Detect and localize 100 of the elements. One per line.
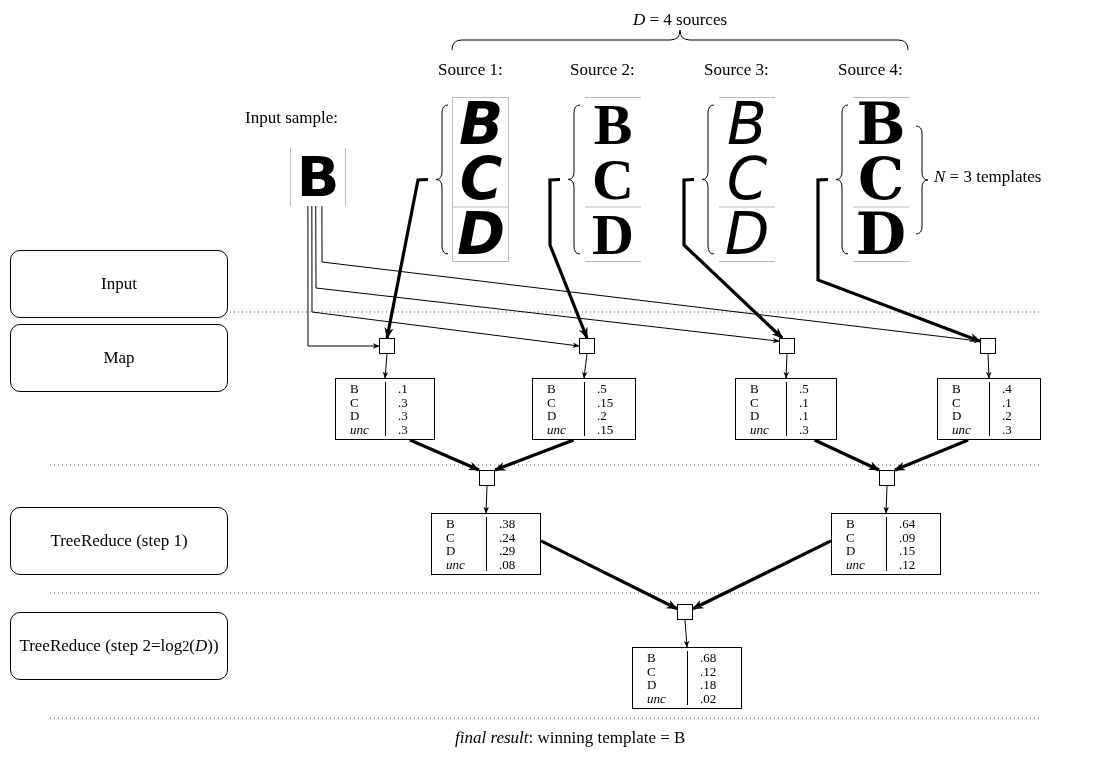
template-name: unc (951, 422, 972, 436)
probability-value: .5 (584, 382, 635, 396)
probability-value: .38 (486, 517, 540, 531)
template-glyph: C (725, 152, 769, 207)
combine-square (579, 338, 595, 354)
probability-table (937, 378, 1041, 440)
combine-square (379, 338, 395, 354)
probability-value: .5 (786, 382, 836, 396)
arrow (548, 177, 589, 340)
stage-box: Input (10, 250, 228, 318)
arrow (540, 539, 679, 611)
template-name: D (951, 409, 963, 423)
arrow (683, 619, 690, 648)
brace-label: D = 4 sources (631, 10, 729, 30)
combine-square (779, 338, 795, 354)
arrow (691, 539, 832, 611)
probability-value: .18 (687, 678, 741, 692)
arrow (582, 353, 588, 379)
combine-square (980, 338, 996, 354)
probability-value: .3 (385, 395, 434, 409)
template-name: unc (646, 691, 667, 705)
template-name: B (646, 651, 657, 665)
template-name: D (749, 409, 761, 423)
probability-value: .1 (385, 382, 434, 396)
template-glyph: B (592, 97, 634, 152)
template-name: D (445, 544, 457, 558)
template-glyph: C (459, 152, 504, 207)
probability-value: .3 (786, 422, 836, 436)
template-name: unc (546, 422, 567, 436)
arrow (382, 353, 389, 379)
probability-value: .15 (886, 544, 940, 558)
probability-table (335, 378, 435, 440)
template-name: C (646, 664, 657, 678)
probability-table (632, 647, 742, 709)
arrow (813, 438, 881, 472)
template-glyph: B (457, 97, 505, 152)
template-name: C (951, 395, 962, 409)
template-glyph: B (726, 97, 768, 152)
probability-value: .12 (886, 557, 940, 571)
template-glyph: C (856, 152, 906, 207)
arrow (307, 205, 380, 349)
template-name: D (546, 409, 558, 423)
probability-table (735, 378, 837, 440)
probability-table (431, 513, 541, 575)
combine-square (479, 470, 495, 486)
probability-value: .09 (886, 530, 940, 544)
arrow (893, 438, 969, 472)
arrow (409, 438, 481, 472)
template-glyph: D (723, 207, 771, 262)
combine-square (879, 470, 895, 486)
arrow (483, 485, 490, 514)
probability-value: .08 (486, 557, 540, 571)
arrow (985, 353, 992, 379)
template-name: C (749, 395, 760, 409)
template-glyph: D (455, 207, 507, 262)
probability-value: .15 (584, 395, 635, 409)
template-name: C (445, 530, 456, 544)
node-caption: Source 3: (704, 60, 769, 80)
input-glyph: B (290, 148, 346, 206)
probability-value: .24 (486, 530, 540, 544)
arrow (682, 177, 784, 340)
arrow (493, 438, 575, 472)
arrow (315, 205, 780, 344)
template-name: D (349, 409, 361, 423)
stage-box: TreeReduce (step 1) (10, 507, 228, 575)
template-name: D (646, 678, 658, 692)
template-name: B (349, 382, 360, 396)
template-name: unc (749, 422, 770, 436)
probability-table (831, 513, 941, 575)
probability-value: .3 (989, 422, 1040, 436)
template-name: B (546, 382, 557, 396)
node-caption: Input sample: (245, 108, 338, 128)
probability-value: .4 (989, 382, 1040, 396)
probability-value: .2 (584, 409, 635, 423)
probability-value: .1 (989, 395, 1040, 409)
arrow (311, 205, 580, 348)
probability-value: .64 (886, 517, 940, 531)
probability-value: .3 (385, 409, 434, 423)
template-name: B (749, 382, 760, 396)
template-name: unc (349, 422, 370, 436)
template-name: unc (845, 557, 866, 571)
template-glyph: D (591, 207, 635, 262)
node-caption: Source 2: (570, 60, 635, 80)
probability-table (532, 378, 636, 440)
arrow (883, 485, 890, 514)
template-name: D (845, 544, 857, 558)
template-glyph: C (591, 152, 635, 207)
template-name: B (445, 517, 456, 531)
node-caption: Source 4: (838, 60, 903, 80)
template-glyph: B (855, 97, 907, 152)
arrow (783, 353, 790, 379)
probability-value: .15 (584, 422, 635, 436)
arrow (384, 177, 429, 340)
template-name: B (845, 517, 856, 531)
combine-square (677, 604, 693, 620)
probability-value: .12 (687, 664, 741, 678)
template-name: C (349, 395, 360, 409)
template-name: C (845, 530, 856, 544)
template-name: unc (445, 557, 466, 571)
result-text: final result: winning template = B (455, 728, 687, 748)
